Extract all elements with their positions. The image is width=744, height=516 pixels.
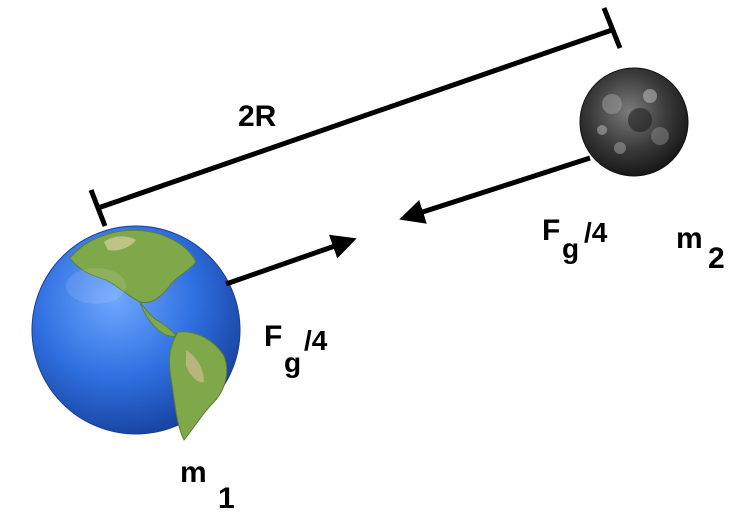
mass-1-base: m — [180, 456, 207, 489]
force-arrow-moon — [399, 155, 591, 224]
mass-2-base: m — [676, 222, 703, 255]
distance-label: 2R — [238, 100, 277, 133]
mass-2-sub: 2 — [708, 242, 725, 275]
force-label-earth: F g /4 — [264, 320, 328, 378]
force-label-moon-suffix: /4 — [584, 217, 608, 248]
force-label-moon-sub: g — [562, 233, 579, 264]
mass-1-sub: 1 — [218, 482, 235, 515]
force-label-earth-sub: g — [284, 347, 301, 378]
force-label-earth-base: F — [264, 320, 282, 353]
earth-icon — [31, 225, 241, 441]
force-arrow-earth — [225, 234, 357, 287]
mass-1-label: m 1 — [180, 456, 235, 515]
distance-cap-right — [601, 7, 623, 49]
distance-cap-left — [88, 189, 108, 227]
force-label-moon-base: F — [542, 214, 560, 247]
mass-2-label: m 2 — [676, 222, 725, 275]
distance-indicator — [88, 7, 623, 227]
moon-icon — [579, 67, 689, 177]
distance-line — [97, 27, 613, 211]
force-label-moon: F g /4 — [542, 214, 608, 264]
force-label-earth-suffix: /4 — [304, 325, 328, 356]
